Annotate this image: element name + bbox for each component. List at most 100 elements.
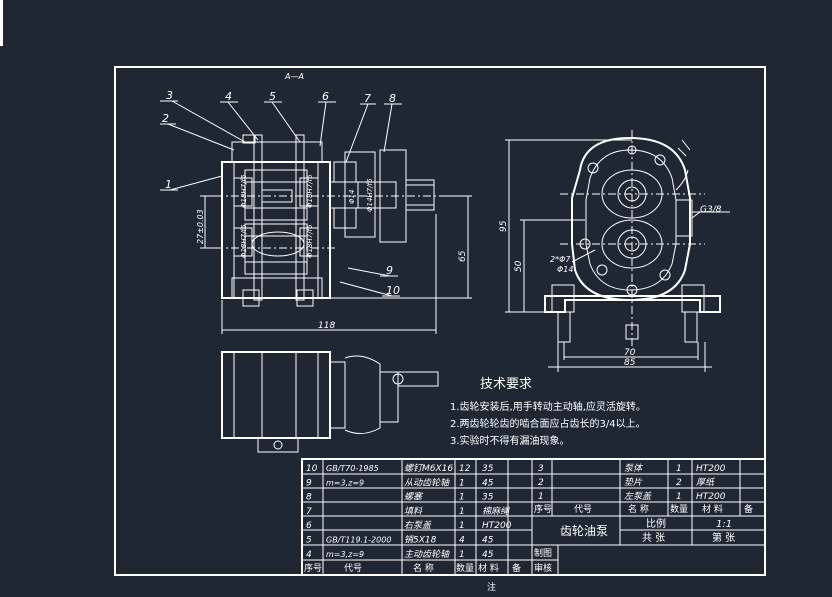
corner-marker xyxy=(0,0,3,46)
bom-right-name: 泵体 xyxy=(624,463,644,474)
bom-right-header-rem: 备 xyxy=(744,503,753,515)
fit-label-1: Φ18H7/f6 xyxy=(240,174,248,208)
bom-left-qty: 1 xyxy=(459,478,465,488)
balloon-8: 8 xyxy=(389,92,396,105)
dim-height-95: 95 xyxy=(499,220,509,232)
note-3: 3.实验时不得有漏油现象。 xyxy=(450,434,570,447)
bom-left-qty: 4 xyxy=(459,536,465,546)
sheets-total: 共 张 xyxy=(642,532,665,544)
scale-value: 1:1 xyxy=(716,519,732,530)
bom-right-mat: 厚纸 xyxy=(696,477,716,488)
bom-right-qty: 2 xyxy=(676,478,682,488)
note-2: 2.两齿轮轮齿的啮合面应占齿长的3/4以上。 xyxy=(450,417,646,430)
bom-left-header-name: 名 称 xyxy=(413,562,434,574)
bom-left-name: 填料 xyxy=(404,506,423,517)
bom-left-no: 10 xyxy=(306,464,318,474)
bom-left-mat: HT200 xyxy=(482,521,512,531)
bom-left-name: 螺塞 xyxy=(404,492,424,503)
bom-left-name: 从动齿轮轴 xyxy=(404,477,450,488)
thread-label: G3/8 xyxy=(700,205,722,215)
balloon-9: 9 xyxy=(386,264,393,277)
bom-left-header-code: 代号 xyxy=(344,563,362,574)
dim-height-65: 65 xyxy=(458,250,468,262)
technical-notes: 技术要求 1.齿轮安装后,用手转动主动轴,应灵活旋转。 2.两齿轮轮齿的啮合面应… xyxy=(450,377,646,447)
bom-right-header-qty: 数量 xyxy=(670,503,688,515)
balloon-1: 1 xyxy=(165,178,172,191)
bom-left-header-no: 序号 xyxy=(304,562,322,574)
balloon-3: 3 xyxy=(166,89,173,102)
footer-note: 注 xyxy=(487,581,496,593)
balloon-2: 2 xyxy=(162,112,169,125)
bom-left-no: 4 xyxy=(306,550,312,560)
bom-left-code: m=3,z=9 xyxy=(326,550,364,559)
bom-left-qty: 1 xyxy=(459,507,465,517)
bom-left-qty: 12 xyxy=(459,464,471,474)
front-view: G3/8 2*Φ7 Φ14 95 50 70 85 xyxy=(499,130,730,372)
bom-right-qty: 1 xyxy=(676,492,682,502)
bom-left-name: 右泵盖 xyxy=(404,520,432,531)
balloon-7: 7 xyxy=(364,92,371,105)
bom-left-no: 7 xyxy=(306,507,312,517)
bom-left-name: 螺钉M6X16 xyxy=(404,463,453,474)
checked-by-label: 审核 xyxy=(534,562,552,574)
bom-left-header-mat: 材 料 xyxy=(478,562,499,574)
bom-right-no: 1 xyxy=(538,492,544,502)
bom-right-mat: HT200 xyxy=(696,464,726,474)
bom-right-name: 垫片 xyxy=(624,477,643,488)
bom-right-header-name: 名 称 xyxy=(628,503,649,515)
dim-height-50: 50 xyxy=(514,260,524,272)
bom-right-header-code: 代号 xyxy=(574,504,592,515)
note-1: 1.齿轮安装后,用手转动主动轴,应灵活旋转。 xyxy=(450,400,646,413)
bom-left-name: 主动齿轮轴 xyxy=(404,549,450,560)
bom-right-mat: HT200 xyxy=(696,492,726,502)
bom-right-qty: 1 xyxy=(676,464,682,474)
fit-label-5: Φ14 xyxy=(348,190,356,204)
bom-left-code: m=3,z=9 xyxy=(326,478,364,487)
bom-left-header-rem: 备 xyxy=(512,562,521,574)
bom-left-name: 销5X18 xyxy=(404,535,437,546)
bom-left-qty: 1 xyxy=(459,493,465,503)
sheet-number: 第 张 xyxy=(712,531,735,544)
dim-width-118: 118 xyxy=(318,321,335,331)
fit-label-4: Φ18H7/f6 xyxy=(306,224,314,258)
drawing-title: 齿轮油泵 xyxy=(560,524,608,538)
bom-left-qty: 1 xyxy=(459,550,465,560)
drawn-by-label: 制图 xyxy=(534,547,552,559)
balloon-10: 10 xyxy=(386,284,400,297)
top-view xyxy=(221,351,439,453)
bom-left-code: GB/T70-1985 xyxy=(326,464,379,473)
scale-label: 比例 xyxy=(646,517,666,530)
dim-center-distance: 27±0.03 xyxy=(196,209,205,244)
fit-label-2: Φ18H7/f6 xyxy=(240,224,248,258)
hole-note-2: Φ14 xyxy=(557,265,573,274)
bom-left-mat: 45 xyxy=(482,550,494,560)
bom-left-no: 9 xyxy=(306,478,312,488)
section-label: A—A xyxy=(284,72,304,81)
fit-label-3: Φ18H7/f6 xyxy=(306,174,314,208)
bom-left-mat: 棉麻绳 xyxy=(482,506,510,517)
section-view: A—A xyxy=(160,72,472,334)
bom-left-no: 5 xyxy=(306,536,312,546)
bom-left-header-qty: 数量 xyxy=(456,562,474,574)
bom-right-header-mat: 材 料 xyxy=(702,503,723,515)
bom-left-no: 6 xyxy=(306,521,312,531)
balloon-4: 4 xyxy=(225,90,232,103)
bom-left-mat: 45 xyxy=(482,536,494,546)
bom-left-mat: 45 xyxy=(482,478,494,488)
fit-label-6: Φ14H7/f6 xyxy=(366,178,374,212)
bom-right-name: 左泵盖 xyxy=(624,491,652,502)
bom-left-no: 8 xyxy=(306,493,312,503)
notes-title: 技术要求 xyxy=(480,377,532,392)
hole-note: 2*Φ7 xyxy=(550,255,571,264)
dim-width-85: 85 xyxy=(624,358,636,368)
bom-left-mat: 35 xyxy=(482,464,494,474)
bom-left-code: GB/T119.1-2000 xyxy=(326,536,391,545)
balloon-6: 6 xyxy=(322,90,329,103)
bom-right-no: 3 xyxy=(538,464,544,474)
bom-left-mat: 35 xyxy=(482,493,494,503)
dim-width-70: 70 xyxy=(624,348,636,358)
bom-left-qty: 1 xyxy=(459,521,465,531)
balloon-5: 5 xyxy=(269,90,276,103)
